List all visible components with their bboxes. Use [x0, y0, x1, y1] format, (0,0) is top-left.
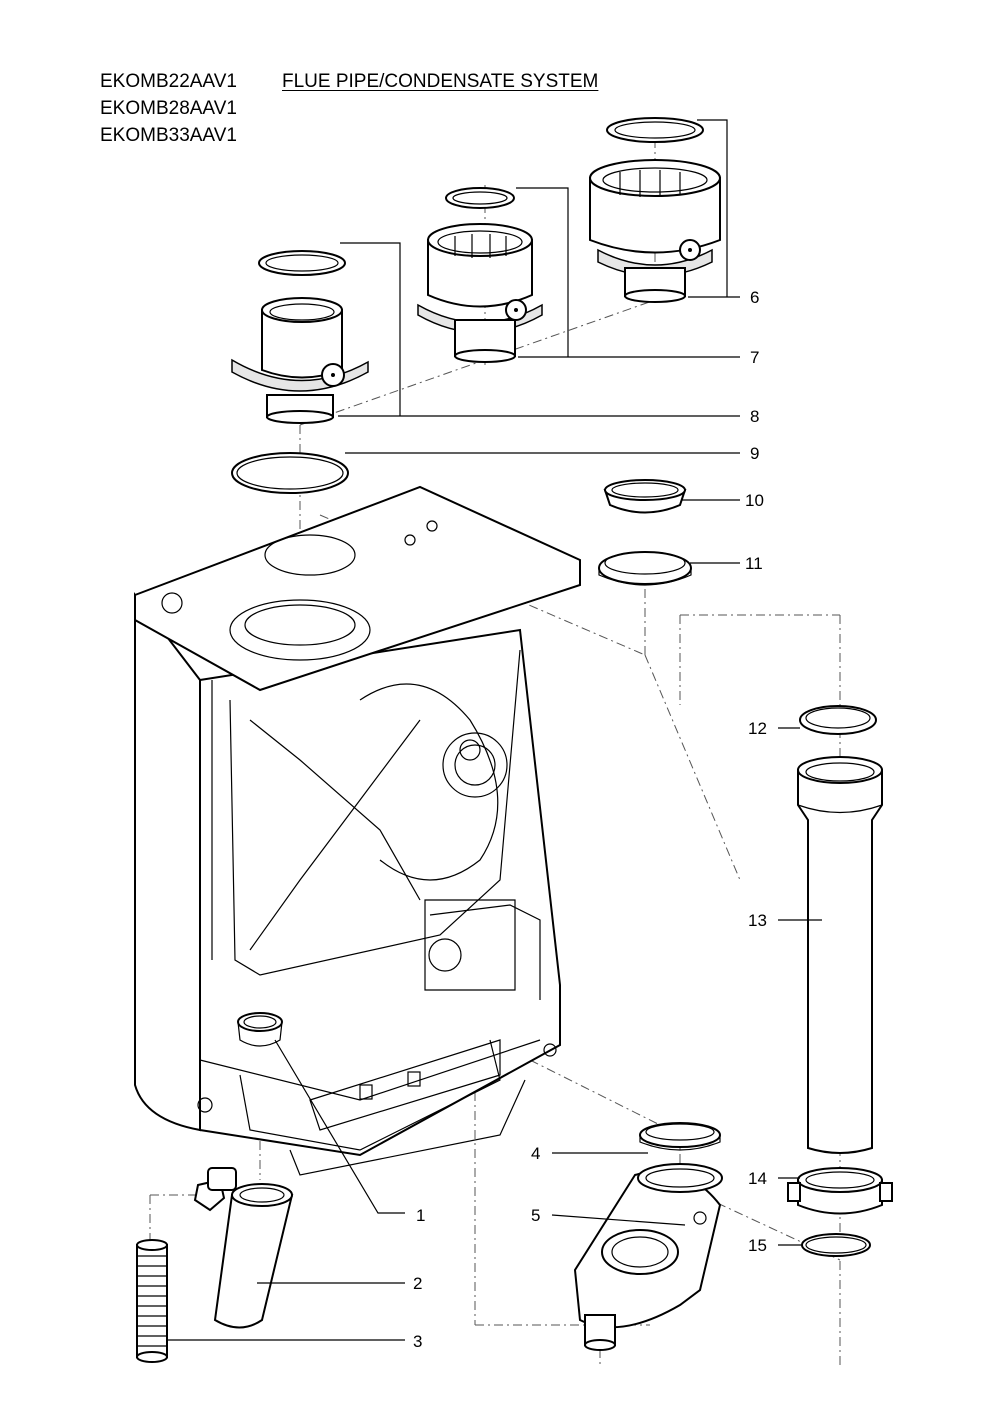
- callout-9: 9: [750, 444, 759, 463]
- callout-14: 14: [748, 1169, 767, 1188]
- callout-6: 6: [750, 288, 759, 307]
- callout-12: 12: [748, 719, 767, 738]
- callout-11: 11: [745, 554, 763, 573]
- model-code-2: EKOMB28AAV1: [100, 98, 237, 119]
- part-1-condensate-outlet: [237, 1012, 283, 1047]
- model-code-3: EKOMB33AAV1: [100, 125, 237, 146]
- diagram-title: FLUE PIPE/CONDENSATE SYSTEM: [282, 71, 599, 92]
- part-9-gasket: [231, 452, 349, 494]
- part-7-flue-adaptor-medium: [417, 187, 543, 363]
- part-4-seal: [639, 1122, 721, 1151]
- model-code-1: EKOMB22AAV1: [100, 71, 237, 92]
- callout-13: 13: [748, 911, 767, 930]
- part-12-seal: [799, 705, 877, 735]
- callout-8: 8: [750, 407, 759, 426]
- part-13-flue-pipe: [797, 756, 883, 1154]
- callout-labels: 1 2 3 4 5 6 7 8 9 10 11 12 13 14 15: [413, 288, 767, 1351]
- part-11-ring: [598, 551, 692, 586]
- part-5-elbow-housing: [573, 1163, 723, 1351]
- callout-2: 2: [413, 1274, 422, 1293]
- callout-3: 3: [413, 1332, 422, 1351]
- callout-4: 4: [531, 1144, 540, 1163]
- callout-5: 5: [531, 1206, 540, 1225]
- part-15-gasket: [801, 1233, 871, 1257]
- boiler-body: [134, 485, 581, 1176]
- leader-lines: [168, 119, 822, 1341]
- part-8-flue-adaptor-small: [231, 250, 369, 424]
- part-6-flue-adaptor-large: [589, 117, 721, 303]
- part-14-clamp: [787, 1167, 893, 1215]
- callout-15: 15: [748, 1236, 767, 1255]
- callout-1: 1: [416, 1206, 425, 1225]
- part-3-corrugated-hose: [136, 1239, 168, 1363]
- part-2-condensate-trap: [193, 1167, 294, 1329]
- part-10-ring: [603, 479, 687, 514]
- callout-10: 10: [745, 491, 764, 510]
- callout-7: 7: [750, 348, 759, 367]
